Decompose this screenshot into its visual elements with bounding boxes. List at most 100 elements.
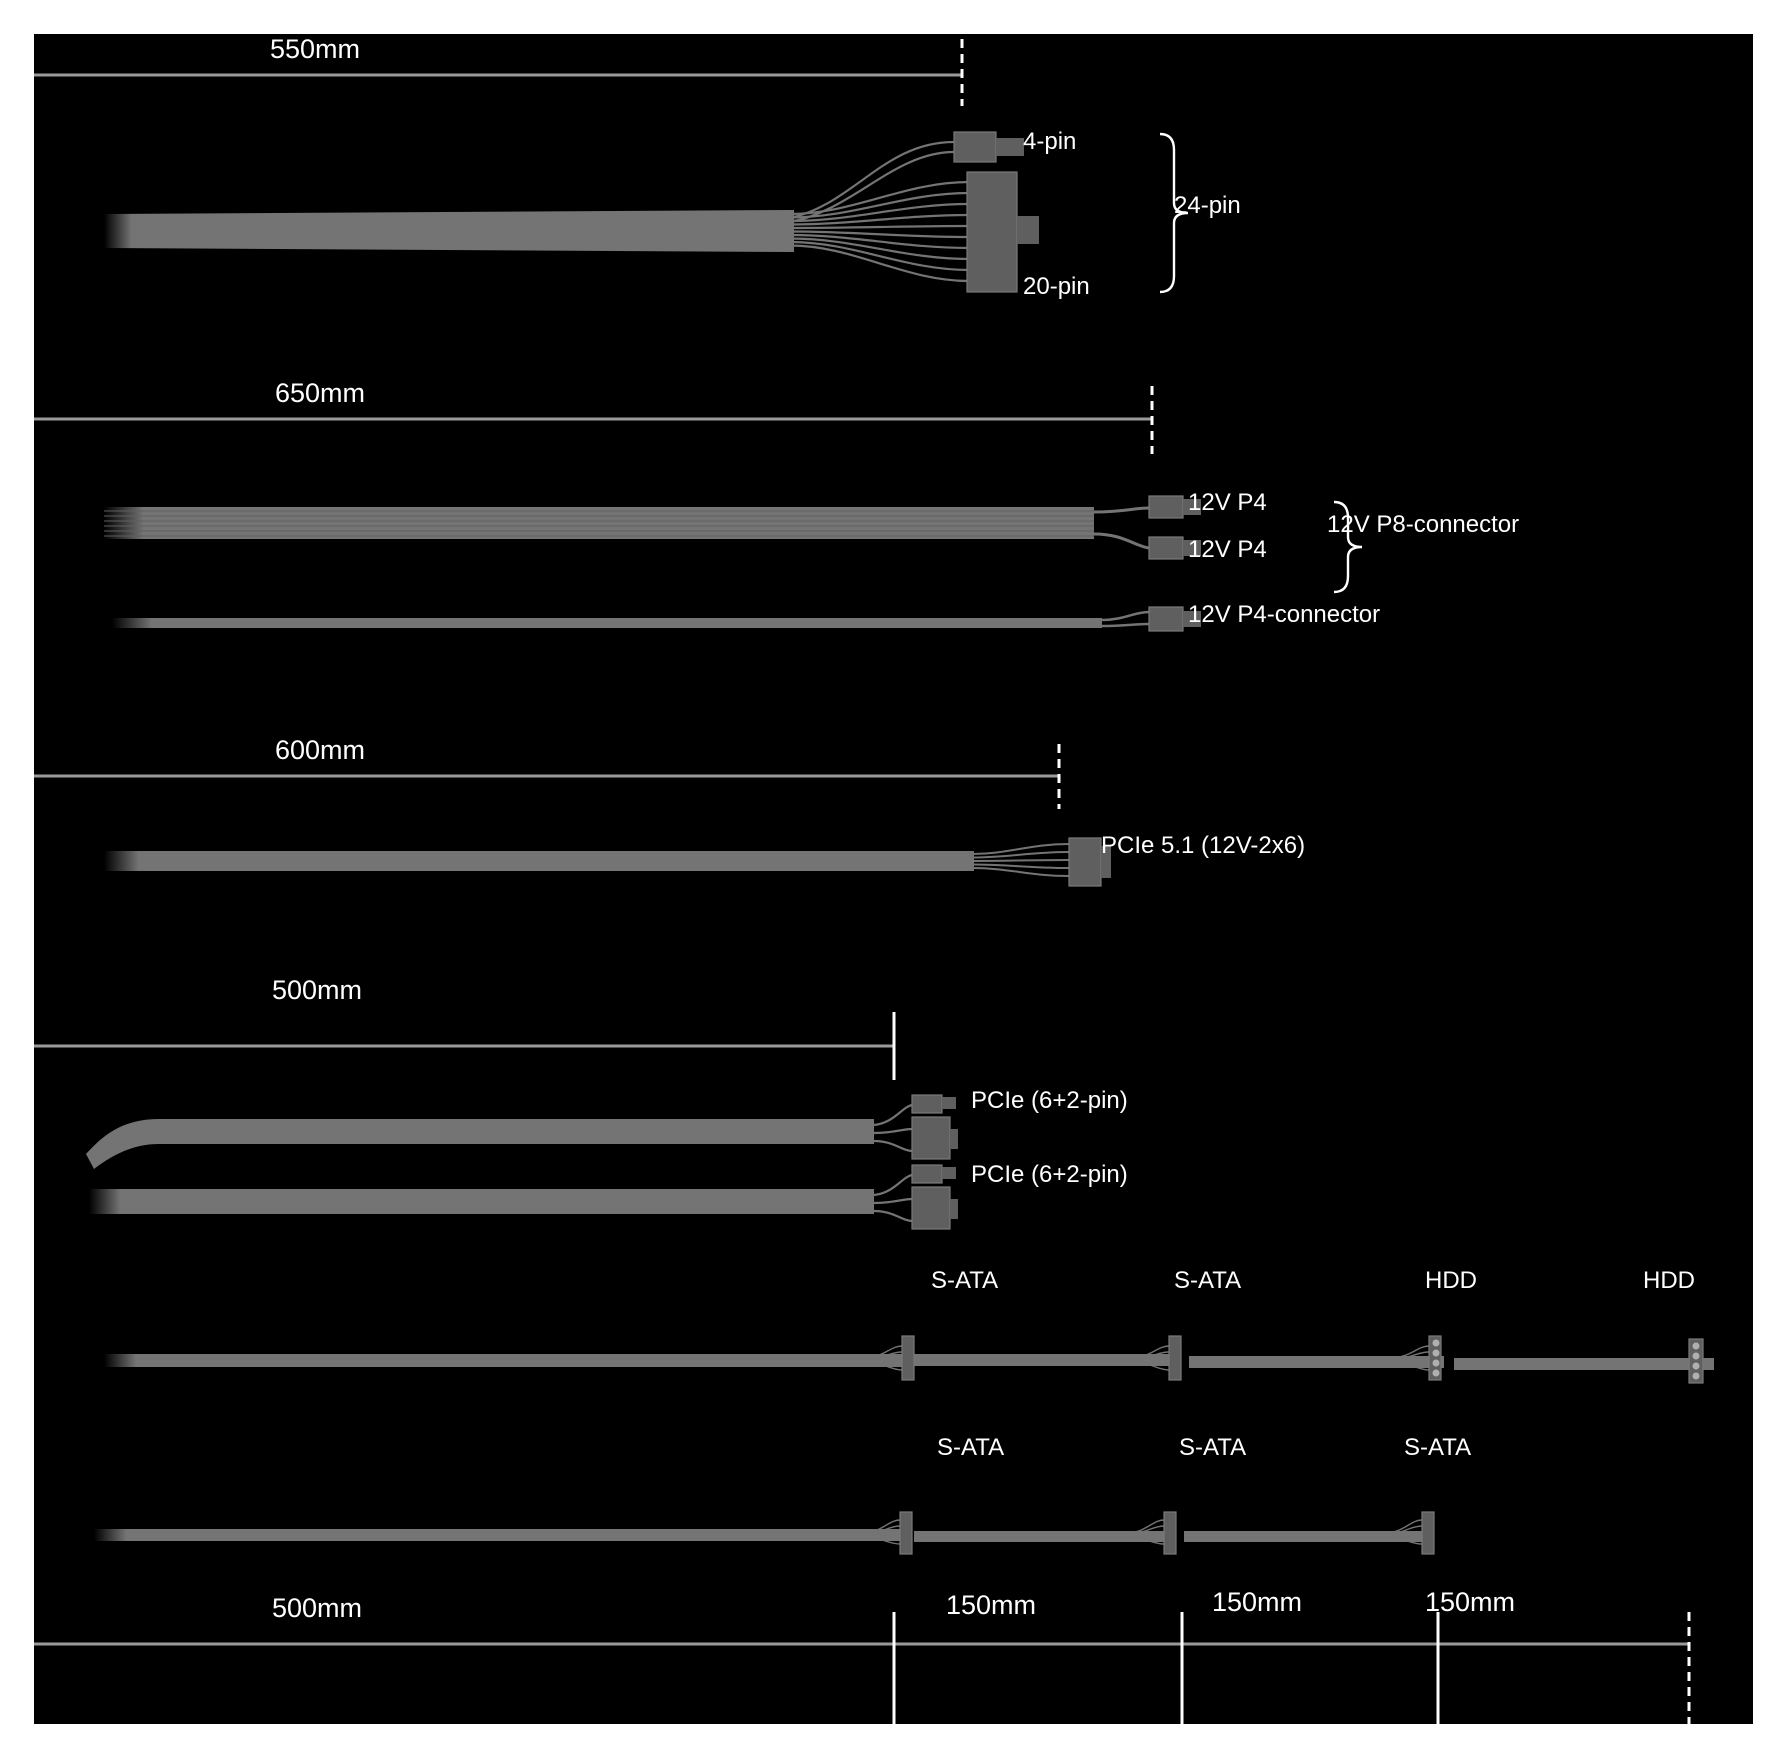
periph2-label-sata-3: S-ATA: [1404, 1434, 1472, 1461]
periph2-cable-seg2: [1184, 1531, 1434, 1542]
cpu-p4-single-wire: [1101, 610, 1150, 622]
pcie-wire: [873, 1173, 913, 1197]
cpu-p4b-latch: [1183, 540, 1201, 556]
periph-length-label-seg3: 150mm: [1425, 1587, 1516, 1617]
periph2-sata-connector: [899, 1511, 913, 1555]
periph1-cable-seg2: [1189, 1356, 1444, 1368]
cpu-p4b-connector: [1148, 536, 1184, 560]
pcie-cable-1: [86, 1119, 874, 1169]
atx-4pin-wire: [789, 140, 955, 220]
atx-wire: [789, 202, 970, 223]
pcie-wire: [873, 1197, 913, 1205]
pcie5-length-label: 600mm: [275, 735, 366, 765]
atx-20pin-latch: [1017, 216, 1039, 244]
pcie-2pin-connector: [911, 1094, 943, 1114]
atx-24pin-brace: [1159, 132, 1189, 294]
atx-wire: [789, 224, 970, 230]
pcie5-wire: [971, 843, 1070, 855]
cable-diagram-panel: 550mm 4-pin 24-pin 20-pin 650mm 12V P4 1…: [34, 34, 1753, 1724]
atx-wire: [789, 213, 970, 226]
pcie-wire: [873, 1127, 913, 1135]
cpu-p8-group-label: 12V P8-connector: [1327, 511, 1520, 538]
pcie-wire: [873, 1103, 913, 1127]
pcie-2pin-connector: [911, 1164, 943, 1184]
periph1-wire: [1128, 1345, 1170, 1359]
periph2-wire: [1125, 1531, 1165, 1536]
atx-length-label: 550mm: [270, 34, 361, 64]
pcie5-wire: [971, 863, 1070, 869]
pcie5-connector-sense: [1101, 846, 1111, 878]
pcie-cable-2: [89, 1189, 874, 1214]
periph2-wire: [1383, 1536, 1423, 1545]
periph2-wire: [1383, 1535, 1423, 1539]
pcie-2pin-latch: [942, 1167, 956, 1179]
periph1-hdd-pin: [1692, 1362, 1700, 1370]
periph1-sata-connector: [901, 1335, 915, 1381]
atx-20pin-label: 20-pin: [1023, 273, 1090, 300]
periph2-label-sata-2: S-ATA: [1179, 1434, 1247, 1461]
periph1-wire: [1388, 1345, 1430, 1359]
pcie5-cable: [104, 851, 974, 871]
periph-length-label-main: 500mm: [272, 1593, 363, 1623]
cpu-p4-single-latch: [1183, 611, 1201, 627]
atx-4pin-connector: [953, 131, 997, 163]
pcie5-wire: [971, 859, 1070, 862]
atx-4pin-label: 4-pin: [1023, 128, 1077, 155]
cpu-p4-single-connector: [1148, 606, 1184, 632]
periph2-wire: [1383, 1525, 1423, 1535]
periph2-wire: [1125, 1525, 1165, 1535]
periph2-wire: [861, 1531, 901, 1536]
cable-drawing: [34, 39, 1714, 1724]
atx-4pin-latch: [996, 138, 1024, 156]
periph1-wire: [1128, 1351, 1170, 1360]
periph1-hdd-pin: [1432, 1369, 1440, 1377]
periph1-hdd-pin: [1692, 1372, 1700, 1380]
periph1-label-hdd-1: HDD: [1425, 1267, 1477, 1294]
periph2-wire: [1125, 1536, 1165, 1545]
periph2-wire: [1383, 1531, 1423, 1536]
atx-wire: [789, 244, 970, 283]
periph1-wire: [1128, 1361, 1170, 1371]
cpu-p4b-wire: [1093, 532, 1150, 550]
periph1-wire: [861, 1345, 903, 1359]
periph-length-label-seg2: 150mm: [1212, 1587, 1303, 1617]
atx-24pin-label: 24-pin: [1174, 192, 1241, 219]
periph1-hdd-pin: [1432, 1349, 1440, 1357]
cpu-p4-single-label: 12V P4-connector: [1188, 601, 1381, 628]
cpu-p4-cable: [112, 618, 1102, 628]
periph1-label-hdd-2: HDD: [1643, 1267, 1695, 1294]
atx-wire: [789, 237, 970, 261]
periph1-wire: [1388, 1360, 1430, 1365]
pcie-6pin-latch: [950, 1199, 958, 1219]
periph1-wire: [1128, 1357, 1170, 1361]
periph1-hdd-pin: [1692, 1352, 1700, 1360]
periph1-sata-connector: [1168, 1335, 1182, 1381]
periph1-wire: [1128, 1360, 1170, 1365]
periph1-wire: [861, 1351, 903, 1360]
periph2-sata-connector: [1163, 1511, 1177, 1555]
periph2-wire: [1125, 1535, 1165, 1539]
atx-sleeved-cable: [104, 210, 794, 252]
cpu-p4a-connector: [1148, 495, 1184, 519]
periph2-wire: [861, 1536, 901, 1545]
pcie-2pin-latch: [942, 1097, 956, 1109]
periph2-wire: [861, 1525, 901, 1535]
cpu-length-label: 650mm: [275, 378, 366, 408]
periph2-wire: [861, 1519, 901, 1534]
cpu-p4a-latch: [1183, 499, 1201, 515]
periph1-cable-main: [104, 1354, 904, 1367]
periph1-hdd-connector-end: [1688, 1338, 1704, 1384]
periph1-hdd-pin: [1432, 1339, 1440, 1347]
periph1-cable-seg1: [914, 1354, 1179, 1366]
pcie-length-label: 500mm: [272, 975, 363, 1005]
periph2-wire: [1383, 1519, 1423, 1534]
pcie5-connector-label: PCIe 5.1 (12V-2x6): [1101, 832, 1306, 859]
pcie-connector-label-2: PCIe (6+2-pin): [971, 1161, 1128, 1188]
pcie5-connector: [1068, 837, 1102, 887]
cpu-p4b-label: 12V P4: [1188, 536, 1267, 563]
periph1-cable-seg3: [1454, 1358, 1714, 1370]
periph1-hdd-pin: [1692, 1342, 1700, 1350]
periph1-hdd-pin: [1432, 1359, 1440, 1367]
periph2-cable-main: [94, 1529, 904, 1541]
atx-20pin-connector: [966, 171, 1018, 293]
